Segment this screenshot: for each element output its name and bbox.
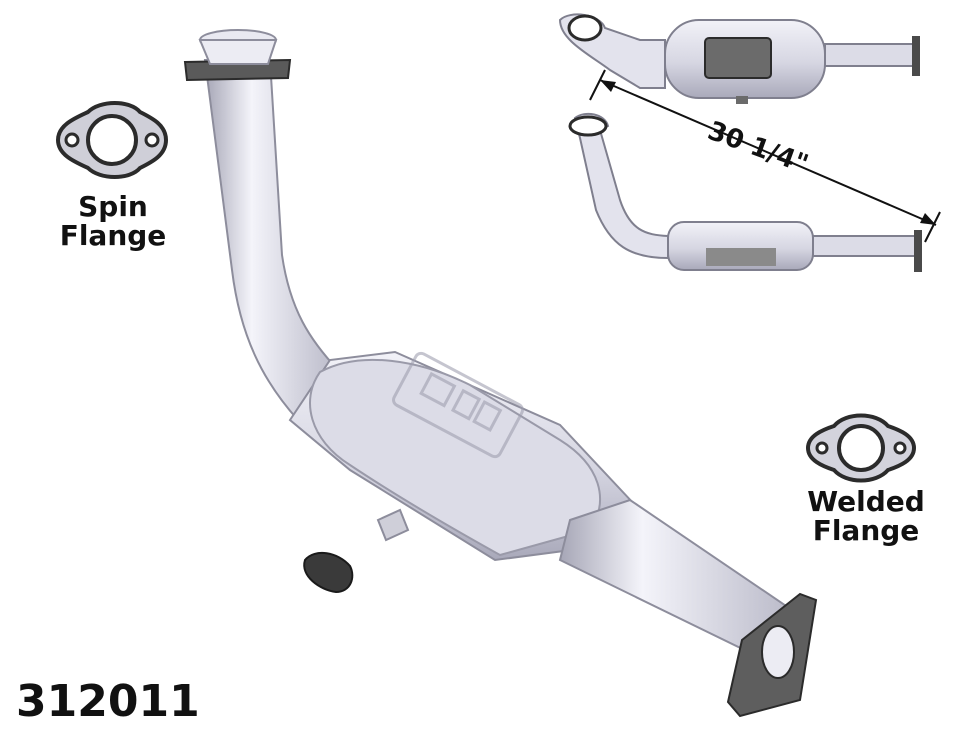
spin-flange-label: Spin Flange: [48, 190, 178, 252]
top-view-drawing: [558, 13, 920, 104]
welded-flange-label-line2: Flange: [812, 513, 920, 547]
side-view-drawing: [568, 112, 922, 272]
spin-flange-label-line2: Flange: [59, 218, 167, 252]
logo-emboss-icon: [392, 351, 524, 459]
main-converter-drawing: [183, 29, 818, 718]
spin-flange-label-line1: Spin: [78, 190, 148, 223]
welded-flange-icon: [805, 413, 917, 483]
welded-flange-label-line1: Welded: [807, 485, 925, 518]
part-number: 312011: [16, 676, 200, 727]
dimension-line: [589, 69, 941, 243]
welded-flange-label: Welded Flange: [796, 485, 936, 547]
spin-flange-icon: [55, 101, 169, 179]
